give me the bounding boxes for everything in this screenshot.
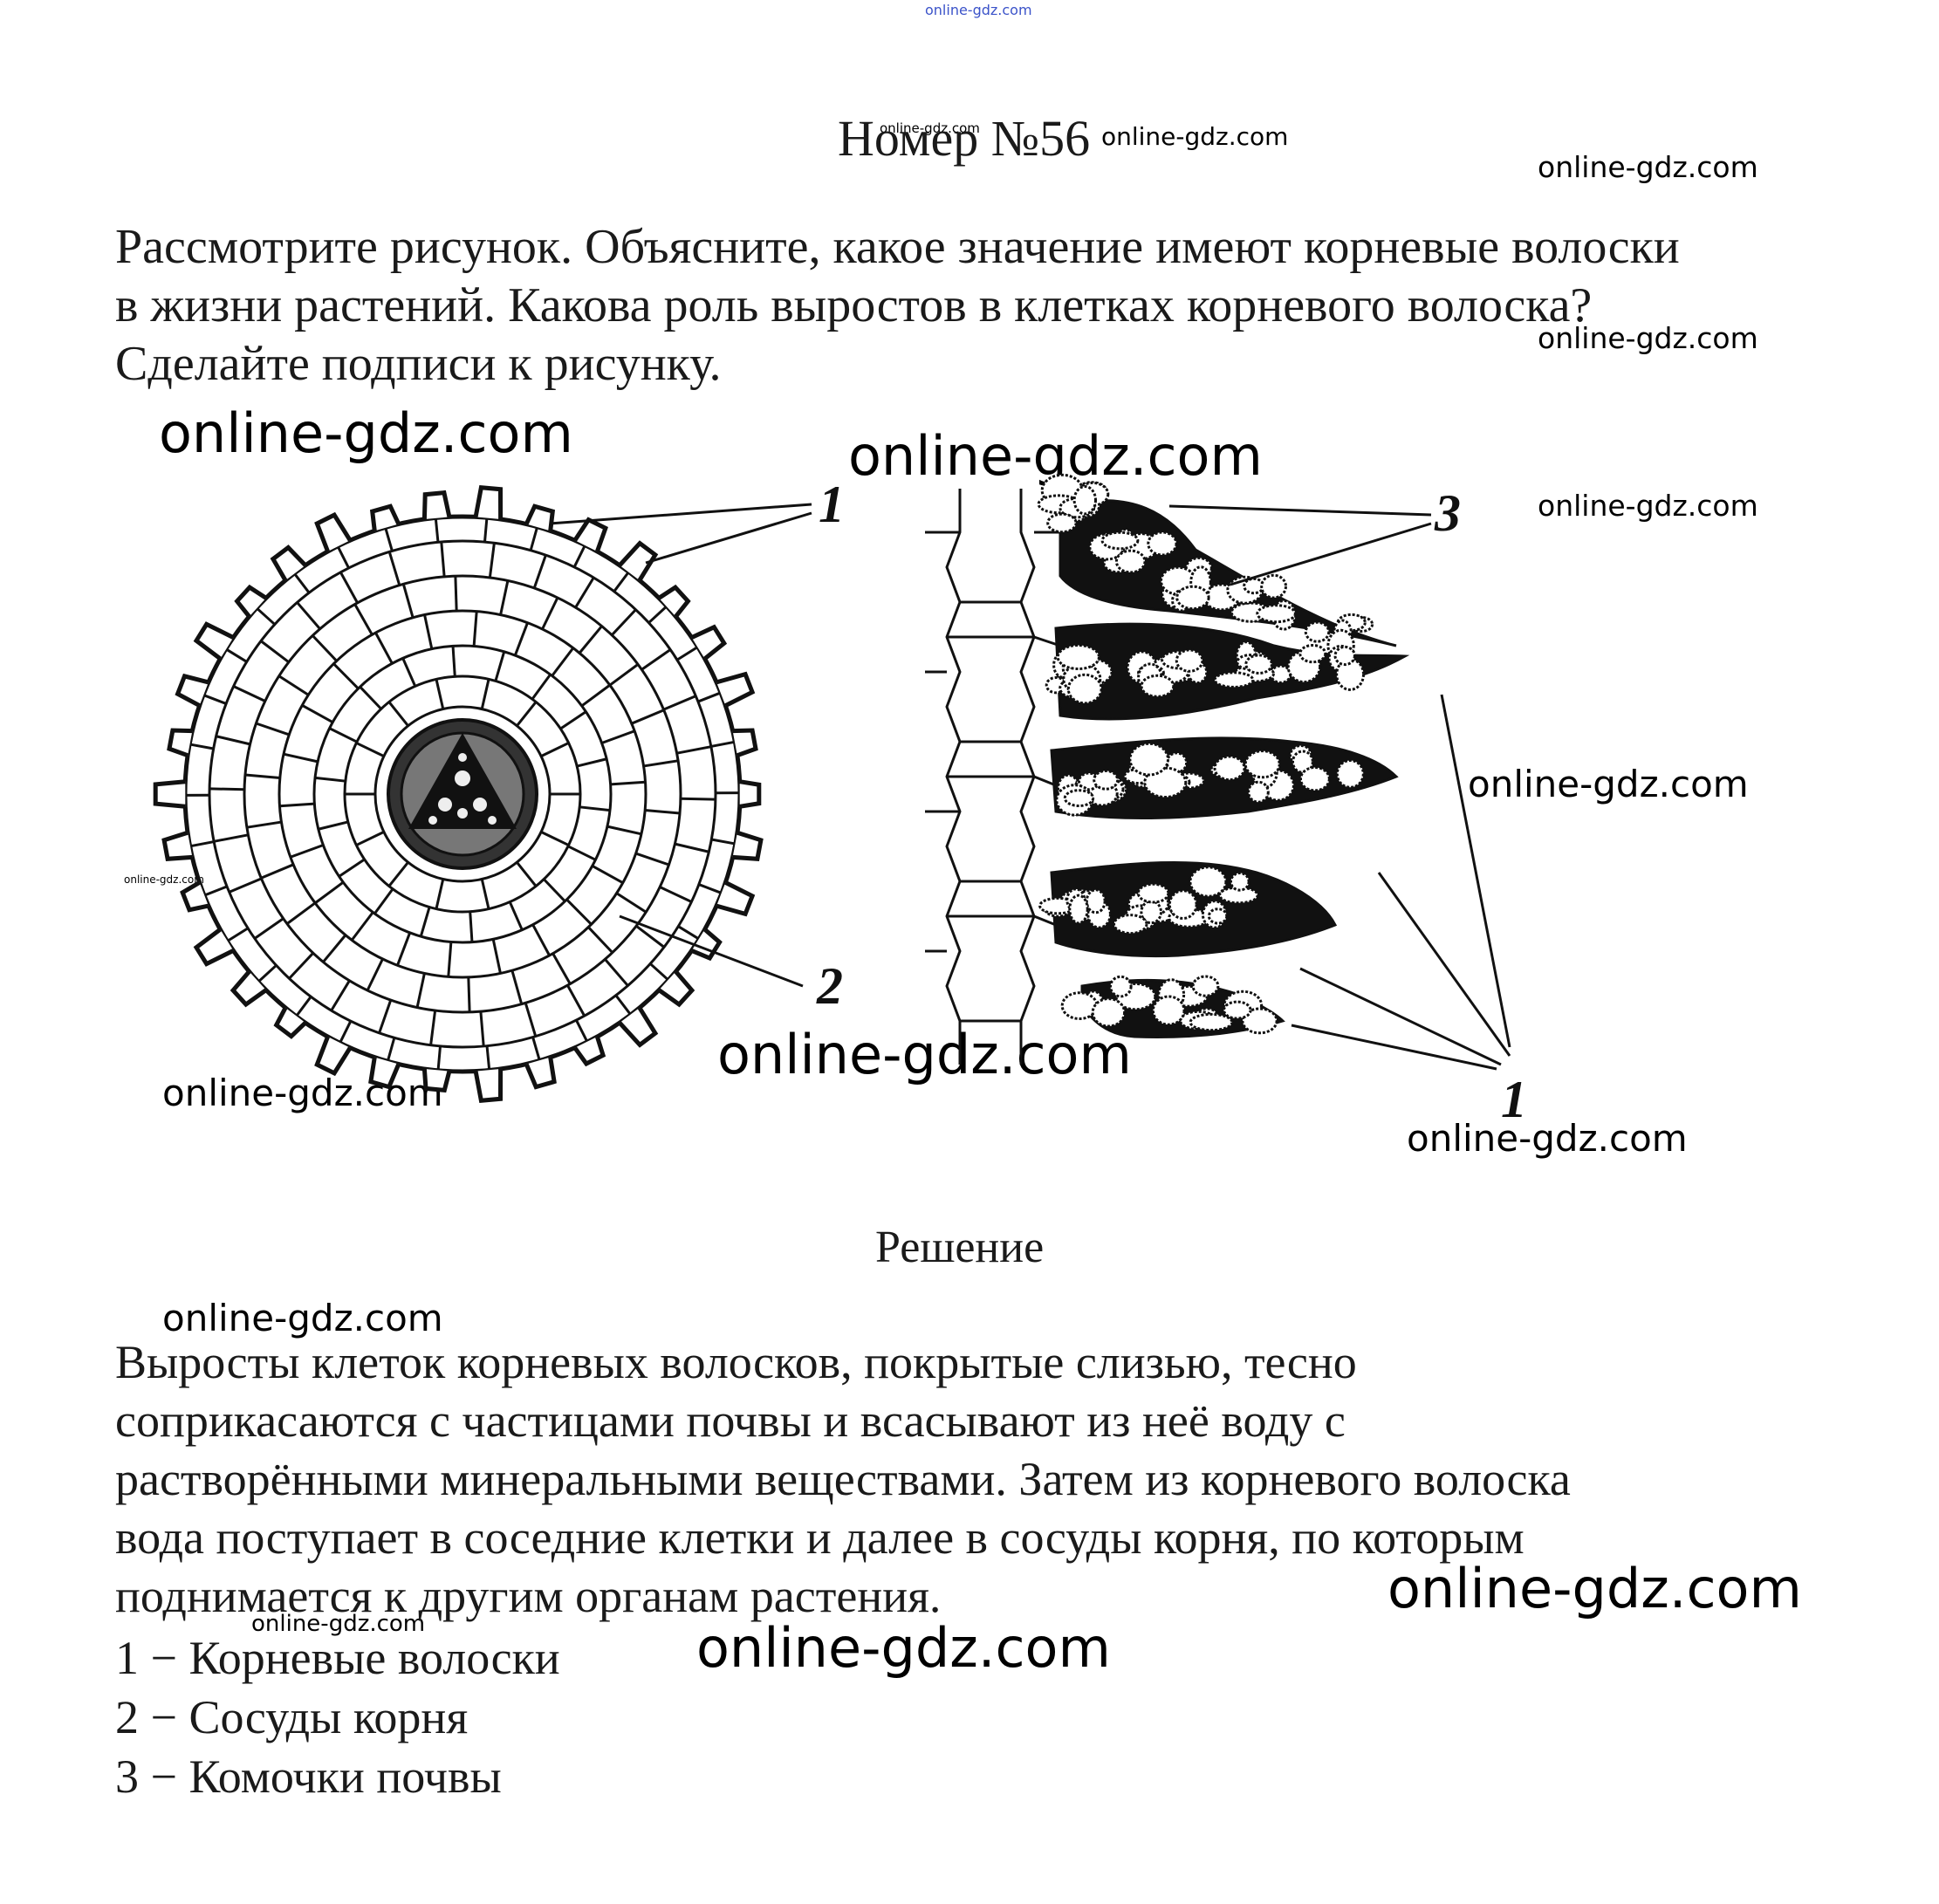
legend-item: 3 − Комочки почвы	[115, 1750, 502, 1803]
left-label-1: 1	[819, 476, 845, 533]
legend-item: 1 − Корневые волоски	[115, 1632, 560, 1684]
solution-line: Выросты клеток корневых волосков, покрыт…	[115, 1336, 1357, 1388]
watermark-legend-tiny: online-gdz.com	[251, 1611, 426, 1637]
watermark-right-2: online-gdz.com	[1538, 321, 1758, 355]
legend-item: 2 − Сосуды корня	[115, 1691, 469, 1743]
watermark-right-1: online-gdz.com	[1538, 150, 1758, 184]
task-line: в жизни растений. Какова роль выростов в…	[115, 278, 1593, 332]
watermark-title-side: online-gdz.com	[1101, 122, 1289, 151]
watermark-top: online-gdz.com	[925, 2, 1032, 18]
task-line: Рассмотрите рисунок. Объясните, какое зн…	[115, 220, 1680, 274]
solution-text: Выросты клеток корневых волосков, покрыт…	[115, 1333, 1826, 1626]
watermark-right-small: online-gdz.com	[1407, 1117, 1688, 1160]
solution-heading: Решение	[875, 1223, 1045, 1272]
left-label-2: 2	[816, 957, 843, 1015]
watermark-right-3: online-gdz.com	[1538, 489, 1758, 523]
root-cross-section-figure: 1 2	[153, 476, 845, 1103]
watermark-left-big: online-gdz.com	[159, 401, 573, 465]
watermark-right-big: online-gdz.com	[1387, 1557, 1802, 1620]
root-hair-figure: 3 1	[925, 473, 1527, 1117]
root-cells	[925, 489, 1061, 1065]
watermark-left-tiny: online-gdz.com	[124, 873, 204, 886]
solution-line: растворёнными минеральными веществами. З…	[115, 1453, 1571, 1505]
watermark-legend-big: online-gdz.com	[696, 1616, 1111, 1680]
answer-legend: 1 − Корневые волоски 2 − Сосуды корня 3 …	[115, 1628, 560, 1806]
right-label-1: 1	[1501, 1071, 1527, 1117]
task-line: Сделайте подписи к рисунку.	[115, 337, 722, 391]
right-label-3: 3	[1434, 484, 1461, 542]
solution-line: вода поступает в соседние клетки и далее…	[115, 1511, 1524, 1564]
watermark-title-tiny: online-gdz.com	[880, 120, 980, 136]
page-title: Номер №56	[838, 110, 1091, 167]
task-text: Рассмотрите рисунок. Объясните, какое зн…	[115, 218, 1826, 394]
watermark-left-small-2: online-gdz.com	[162, 1297, 443, 1339]
watermark-left-small: online-gdz.com	[162, 1072, 443, 1114]
soil-particles	[1037, 473, 1374, 1035]
solution-line: соприкасаются с частицами почвы и всасыв…	[115, 1394, 1346, 1447]
central-cylinder	[387, 718, 538, 870]
watermark-right-4: online-gdz.com	[1468, 763, 1749, 805]
watermark-center-big-2: online-gdz.com	[717, 1023, 1132, 1086]
solution-line: поднимается к другим органам растения.	[115, 1570, 942, 1622]
